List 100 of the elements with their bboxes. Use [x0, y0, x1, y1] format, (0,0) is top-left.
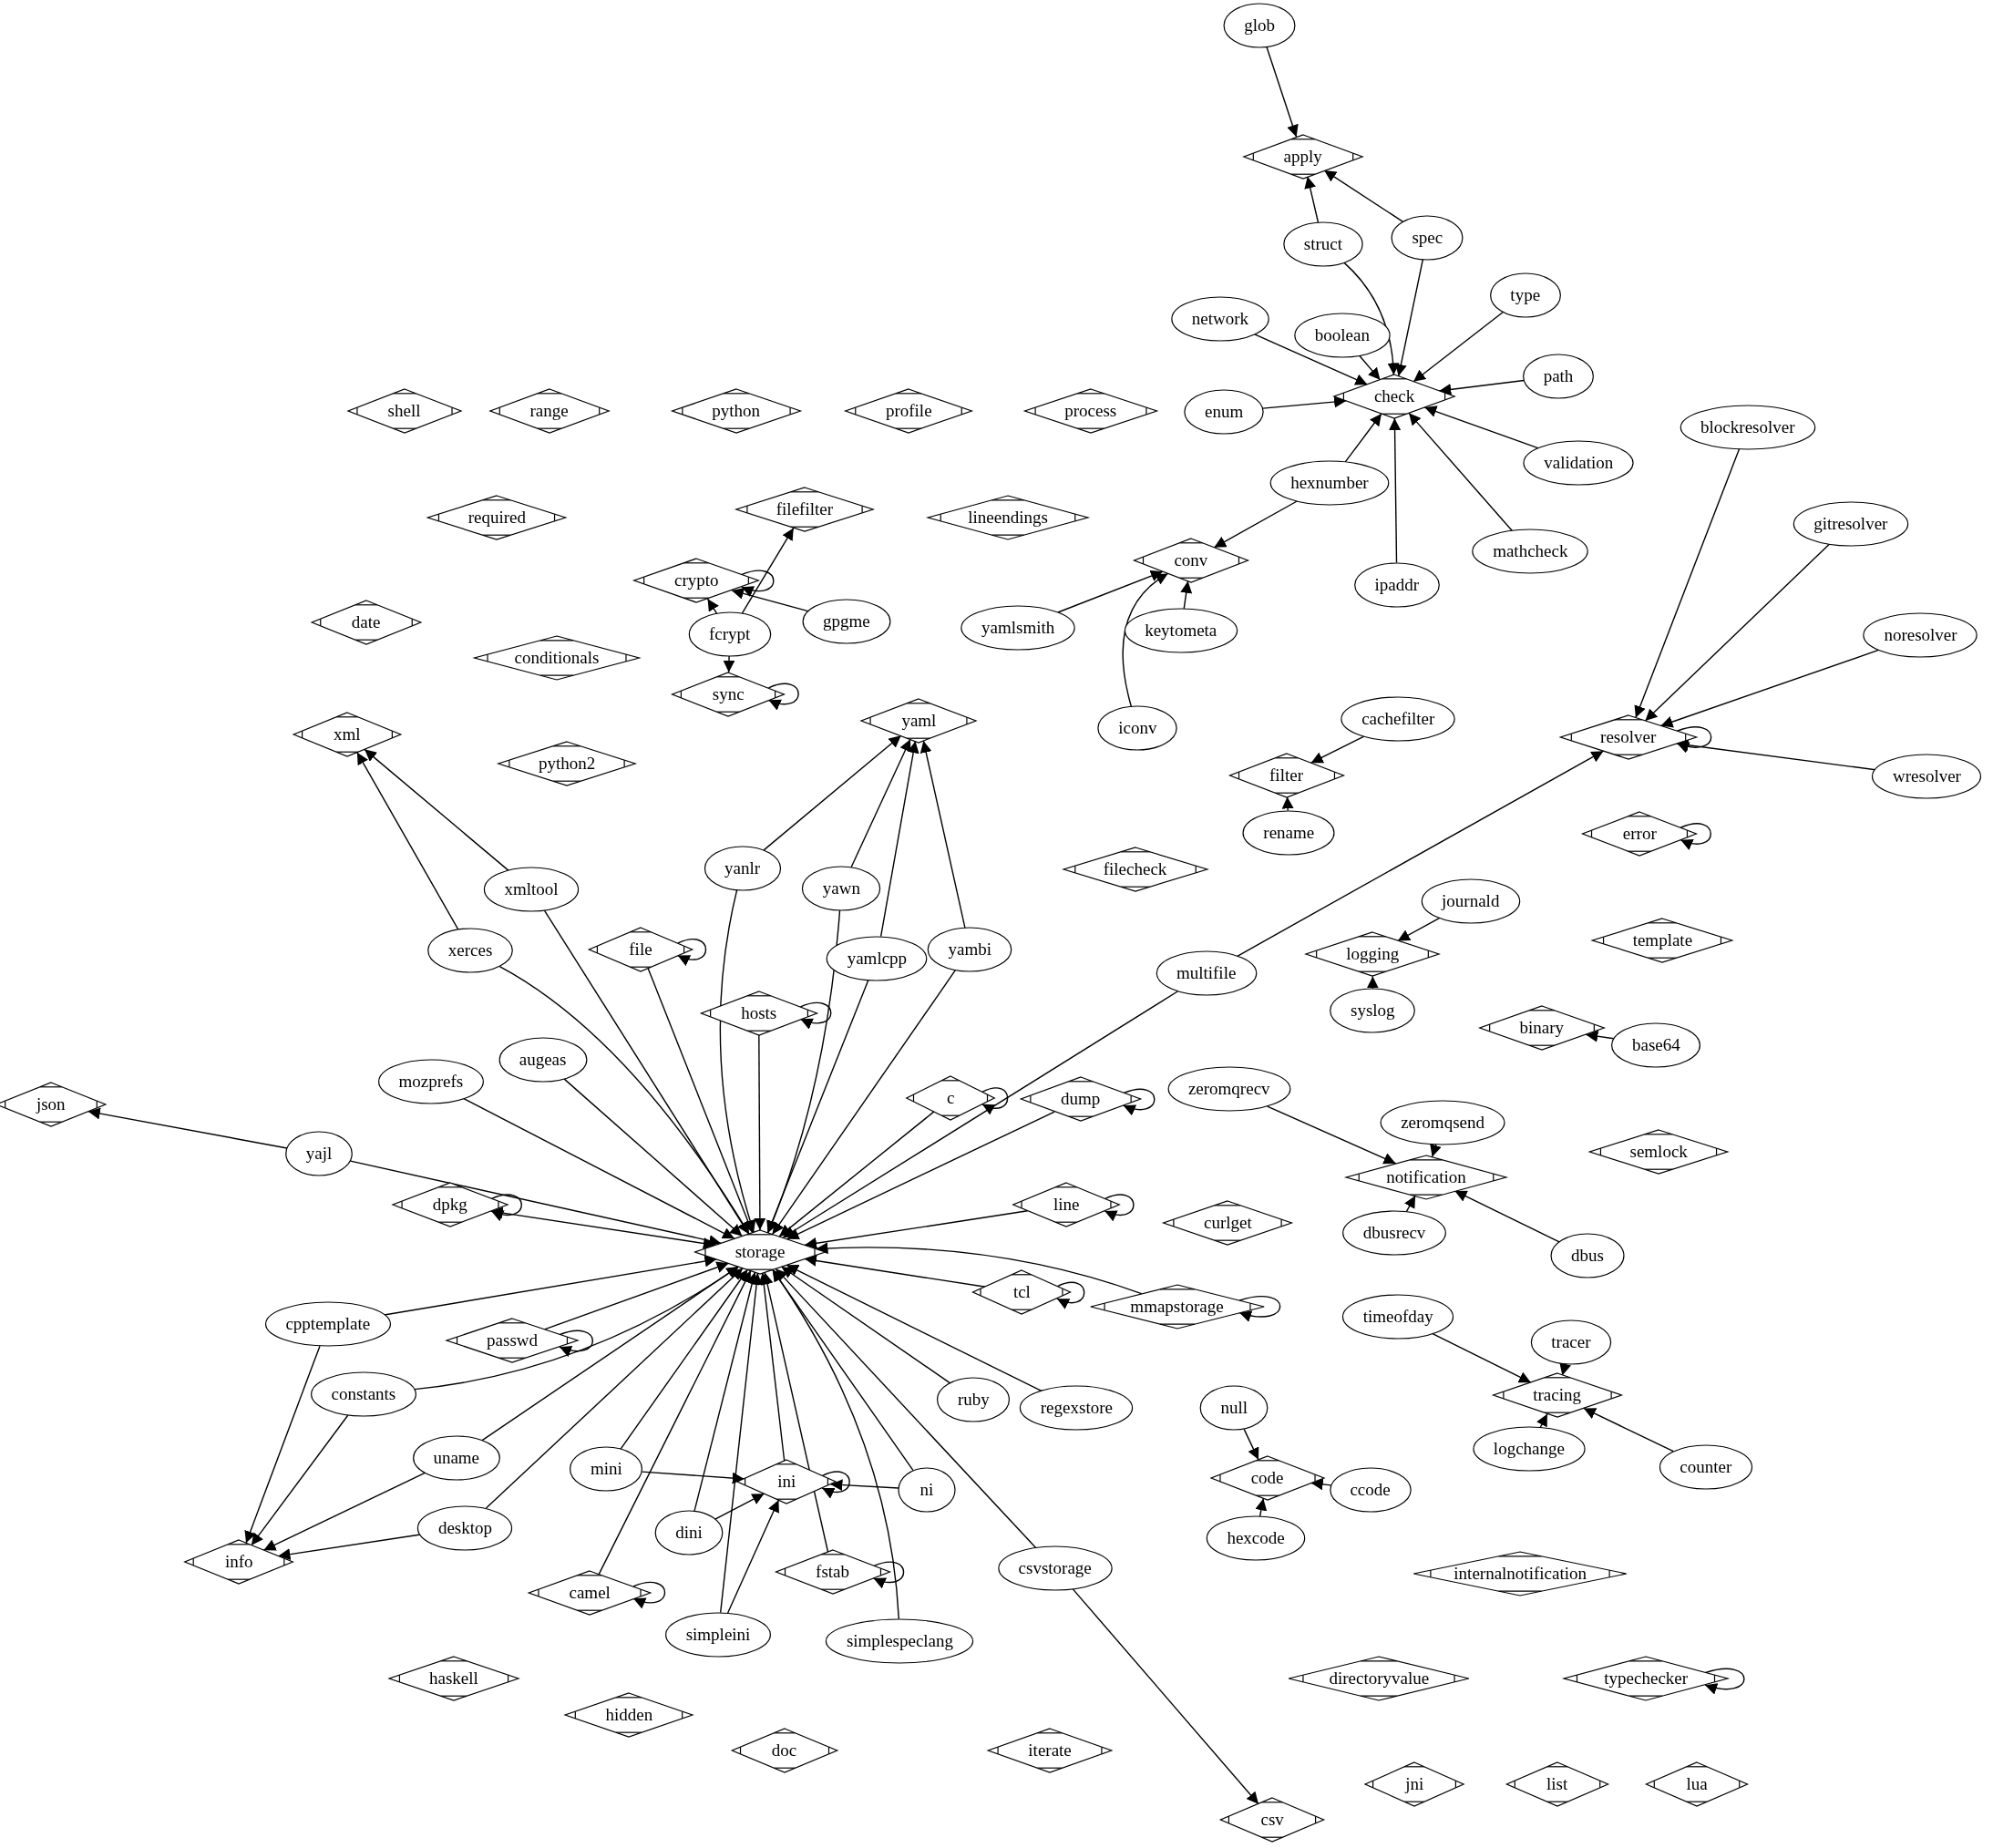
arrow	[1432, 1333, 1532, 1383]
self-loop-arrow	[981, 1087, 1009, 1114]
arrow	[620, 1268, 749, 1450]
arrow	[1675, 739, 1876, 771]
diamond-node: filter	[1229, 753, 1343, 797]
arrow	[1438, 379, 1525, 395]
arrow	[1180, 580, 1193, 610]
arrow	[771, 969, 957, 1236]
arrow	[714, 1493, 765, 1520]
diamond-node: lineendings	[928, 495, 1088, 539]
arrow	[829, 1479, 899, 1492]
ellipse-node: ruby	[938, 1377, 1010, 1422]
arrow	[757, 1272, 786, 1463]
ellipse-node: timeofday	[1342, 1294, 1454, 1339]
diamond-node: semlock	[1589, 1129, 1728, 1174]
ellipse-node: yajl	[285, 1132, 353, 1176]
self-loop-arrow	[490, 1194, 522, 1221]
ellipse-node: base64	[1612, 1022, 1700, 1067]
ellipse-node: struct	[1283, 221, 1363, 266]
ellipse-node: gitresolver	[1793, 501, 1908, 546]
diamond-node: doc	[731, 1728, 837, 1772]
arrow	[1243, 1428, 1259, 1461]
diamond-node: conditionals	[474, 636, 640, 681]
diamond-node: required	[427, 495, 566, 539]
self-loop-arrow	[632, 1581, 666, 1608]
diamond-node: notification	[1346, 1155, 1506, 1199]
ellipse-node: mini	[570, 1447, 642, 1492]
diamond-node: date	[311, 601, 421, 645]
arrow	[1359, 354, 1382, 381]
arrow	[731, 588, 809, 612]
arrow	[1254, 334, 1369, 385]
ellipse-node: yanlr	[704, 846, 781, 890]
diamond-node: xml	[293, 713, 401, 757]
arrow	[1304, 175, 1320, 223]
arrow	[693, 1271, 758, 1513]
arrow	[766, 979, 869, 1234]
arrow	[1430, 1143, 1442, 1158]
arrow	[414, 1266, 740, 1391]
arrow	[815, 1242, 1143, 1295]
arrow	[647, 967, 754, 1234]
diamond-node: check	[1333, 375, 1455, 419]
arrow	[786, 1264, 1043, 1392]
ellipse-node: dbusrecv	[1342, 1210, 1446, 1255]
arrow	[1344, 413, 1382, 463]
self-loop-arrow	[767, 683, 799, 710]
diamond-node: fstab	[776, 1550, 890, 1595]
self-loop-arrow	[1704, 1668, 1745, 1694]
ellipse-node: desktop	[417, 1505, 513, 1550]
ellipse-node: yamlsmith	[961, 606, 1075, 650]
ellipse-node: dbus	[1551, 1234, 1624, 1278]
arrow	[262, 1472, 426, 1551]
diamond-node: conv	[1134, 539, 1248, 583]
arrow	[1408, 412, 1514, 532]
arrow	[1323, 169, 1404, 223]
arrow	[277, 1534, 422, 1561]
ellipse-node: tracer	[1531, 1319, 1611, 1364]
ellipse-node: regexstore	[1020, 1386, 1133, 1431]
arrow	[1585, 1030, 1615, 1042]
diamond-node: json	[0, 1083, 106, 1127]
ellipse-node: ipaddr	[1354, 562, 1440, 607]
arrow	[356, 751, 459, 930]
ellipse-node: yawn	[802, 866, 880, 910]
ellipse-node: keytometa	[1125, 608, 1238, 652]
diamond-node: line	[1012, 1183, 1120, 1227]
ellipse-node: counter	[1659, 1444, 1752, 1489]
diamond-node: dpkg	[392, 1183, 508, 1227]
self-loop-arrow	[872, 1561, 905, 1588]
arrow	[1389, 417, 1402, 564]
ellipse-node: network	[1171, 297, 1269, 342]
diamond-node: storage	[694, 1229, 826, 1274]
ellipse-node: wresolver	[1873, 755, 1981, 799]
ellipse-node: hexnumber	[1270, 461, 1389, 505]
arrow	[772, 1268, 899, 1620]
arrow	[719, 888, 756, 1233]
arrow	[598, 1269, 752, 1575]
arrow	[726, 1499, 780, 1614]
arrow	[481, 1266, 740, 1442]
diamond-node: apply	[1243, 134, 1362, 179]
ellipse-node: enum	[1185, 389, 1264, 434]
diamond-node: template	[1592, 919, 1733, 963]
arrow	[244, 1345, 321, 1544]
arrow	[1644, 543, 1831, 722]
self-loop-arrow	[1676, 726, 1712, 753]
arrow	[782, 991, 1178, 1238]
arrow	[1397, 917, 1441, 942]
ellipse-node: glob	[1224, 3, 1296, 47]
arrow	[1255, 1497, 1268, 1517]
self-loop-arrow	[676, 939, 707, 966]
diamond-node: jni	[1365, 1762, 1464, 1807]
diamond-node: csv	[1220, 1798, 1324, 1843]
diamond-node: list	[1506, 1762, 1608, 1807]
self-loop-arrow	[1056, 1281, 1085, 1309]
ellipse-node: validation	[1524, 440, 1634, 485]
arrow	[1559, 1362, 1571, 1377]
diamond-node: c	[907, 1076, 995, 1121]
arrow	[364, 748, 509, 872]
arrow	[761, 1271, 829, 1553]
arrow	[1423, 406, 1539, 449]
ellipse-node: iconv	[1098, 706, 1177, 751]
diamond-node: profile	[845, 388, 972, 433]
